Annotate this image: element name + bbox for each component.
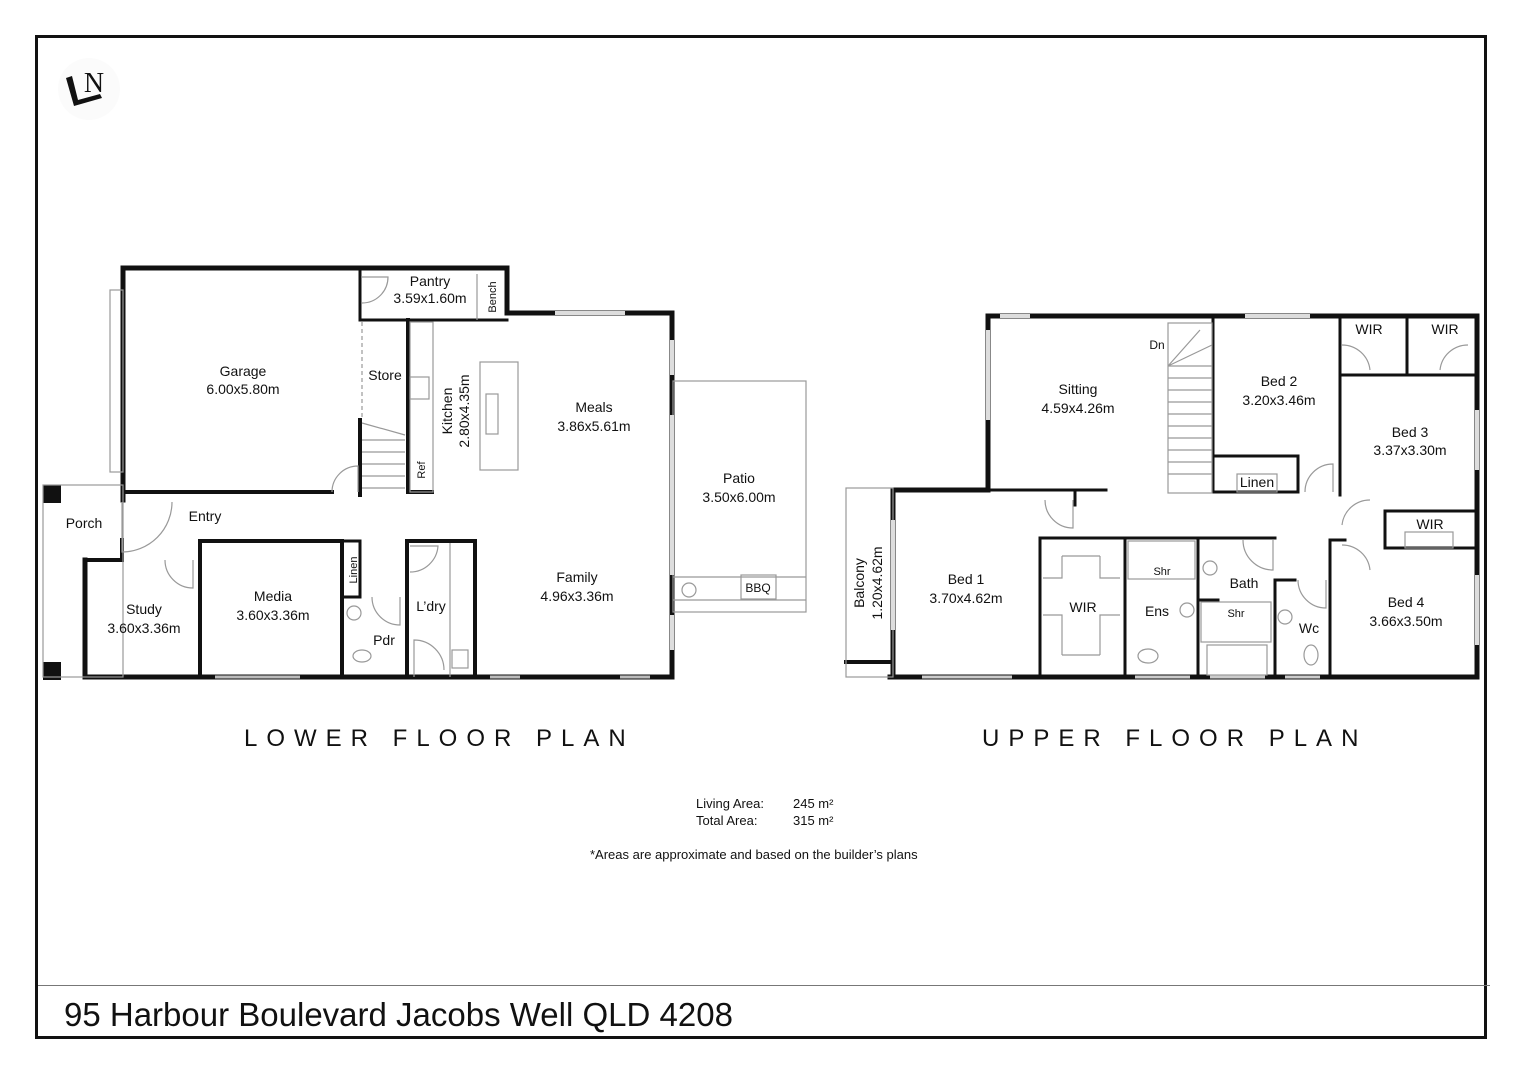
svg-text:N: N	[84, 68, 104, 99]
room-entry-name: Entry	[189, 508, 222, 524]
room-balcony-size: 1.20x4.62m	[869, 546, 885, 619]
property-address: 95 Harbour Boulevard Jacobs Well QLD 420…	[64, 996, 733, 1033]
linen-upper-label: Linen	[1240, 474, 1274, 490]
footer-divider	[38, 985, 1490, 986]
total-area-value: 315 m²	[793, 813, 834, 828]
upper-floor-plan-title: UPPER FLOOR PLAN	[982, 725, 1368, 752]
room-pantry-name: Pantry	[410, 273, 450, 289]
room-sitting-name: Sitting	[1059, 381, 1098, 397]
room-bath-name: Bath	[1230, 575, 1259, 591]
room-patio-name: Patio	[723, 470, 755, 486]
living-area-value: 245 m²	[793, 796, 834, 811]
fridge-label: Ref	[416, 461, 428, 479]
room-study-size: 3.60x3.36m	[107, 620, 180, 636]
room-wir-bed4-name: WIR	[1416, 516, 1443, 532]
room-store-name: Store	[368, 367, 402, 383]
living-area-label: Living Area:	[696, 796, 764, 811]
room-sitting-size: 4.59x4.26m	[1041, 400, 1114, 416]
total-area-label: Total Area:	[696, 813, 758, 828]
room-wir-bed1-name: WIR	[1069, 599, 1096, 615]
stairs-down-label: Dn	[1149, 338, 1164, 352]
room-study-name: Study	[126, 601, 162, 617]
room-meals-size: 3.86x5.61m	[557, 418, 630, 434]
room-bed2-size: 3.20x3.46m	[1242, 392, 1315, 408]
bench-label: Bench	[487, 281, 499, 312]
room-media-name: Media	[254, 588, 292, 604]
room-garage-name: Garage	[220, 363, 267, 379]
bbq-label: BBQ	[745, 581, 770, 595]
room-meals-name: Meals	[575, 399, 612, 415]
room-media-size: 3.60x3.36m	[236, 607, 309, 623]
bath-shower-label: Shr	[1227, 608, 1244, 620]
room-balcony-name: Balcony	[851, 558, 867, 608]
room-bed3-size: 3.37x3.30m	[1373, 442, 1446, 458]
room-powder-name: Pdr	[373, 632, 395, 648]
room-kitchen-name: Kitchen	[439, 388, 455, 435]
room-kitchen-size: 2.80x4.35m	[456, 374, 472, 447]
room-bed3-name: Bed 3	[1392, 424, 1429, 440]
room-family-name: Family	[556, 569, 597, 585]
room-ensuite-name: Ens	[1145, 603, 1169, 619]
room-wir-a-name: WIR	[1355, 321, 1382, 337]
room-garage-size: 6.00x5.80m	[206, 381, 279, 397]
ln-north-logo-icon: N	[58, 58, 120, 120]
room-bed2-name: Bed 2	[1261, 373, 1298, 389]
linen-label: Linen	[348, 557, 360, 584]
room-pantry-size: 3.59x1.60m	[393, 290, 466, 306]
area-summary: Living Area: 245 m² Total Area: 315 m²	[696, 795, 833, 829]
ensuite-shower-label: Shr	[1153, 566, 1170, 578]
area-disclaimer: *Areas are approximate and based on the …	[590, 847, 918, 862]
room-wir-b-name: WIR	[1431, 321, 1458, 337]
room-bed1-name: Bed 1	[948, 571, 985, 587]
lower-floor-plan-title: LOWER FLOOR PLAN	[244, 725, 635, 752]
room-bed4-name: Bed 4	[1388, 594, 1425, 610]
room-porch-name: Porch	[66, 515, 103, 531]
room-bed4-size: 3.66x3.50m	[1369, 613, 1442, 629]
room-patio-size: 3.50x6.00m	[702, 489, 775, 505]
room-family-size: 4.96x3.36m	[540, 588, 613, 604]
room-wc-name: Wc	[1299, 620, 1319, 636]
room-bed1-size: 3.70x4.62m	[929, 590, 1002, 606]
room-laundry-name: L’dry	[416, 598, 446, 614]
sheet-frame	[35, 35, 1487, 1039]
